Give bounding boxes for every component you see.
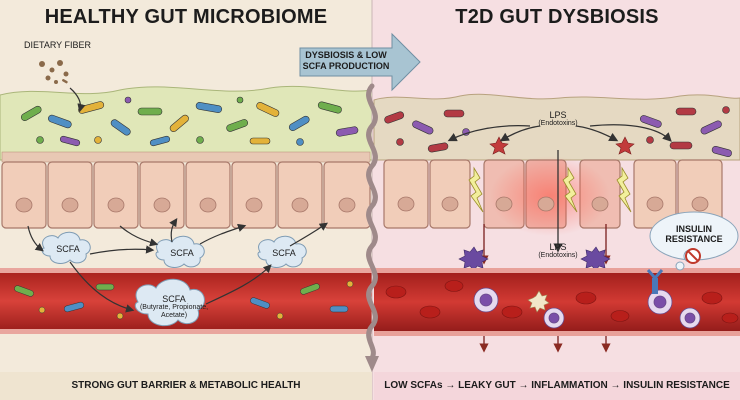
left-microvilli [1, 151, 371, 163]
insulin-line-2: RESISTANCE [665, 234, 723, 244]
left-vessel-wall-top [0, 268, 372, 273]
dietary-fiber-label: DIETARY FIBER [24, 40, 92, 50]
right-caption: LOW SCFAs → LEAKY GUT → INFLAMMATION → I… [384, 380, 730, 391]
purple-toxin-particles [458, 246, 611, 272]
lps-mid-title: LPS [549, 242, 567, 252]
insulin-resistance-label: INSULIN RESISTANCE [654, 224, 734, 244]
right-mucus-layer [373, 93, 740, 161]
scfa-main-label: SCFA [162, 294, 186, 304]
scfa-label-2: SCFA [170, 248, 194, 258]
lps-top-label: LPS (Endotoxins) [524, 110, 592, 128]
transition-line-1: DYSBIOSIS & LOW [305, 50, 387, 60]
left-caption-band [0, 372, 372, 400]
no-symbol-icon [685, 248, 701, 264]
left-vessel-particles [14, 280, 354, 320]
scfa-label-1: SCFA [56, 244, 80, 254]
white-blood-cells [473, 287, 701, 329]
lps-mid-sub: (Endotoxins) [538, 252, 578, 259]
lps-arrows [447, 124, 672, 353]
left-cell-nuclei [15, 197, 356, 213]
transition-arrow [299, 32, 421, 92]
scfa-main-cloud-label: SCFA (Butyrate, Propionate, Acetate) [136, 294, 212, 320]
dysbiotic-bacteria [384, 106, 732, 157]
fiber-particles [39, 60, 69, 84]
left-vessel-wall-bottom [0, 329, 372, 334]
right-panel-title: T2D GUT DYSBIOSIS [455, 6, 659, 28]
healthy-bacteria [20, 96, 359, 147]
right-vessel-wall-top [374, 268, 740, 273]
left-panel-title: HEALTHY GUT MICROBIOME [44, 6, 328, 28]
lps-mid-label: LPS (Endotoxins) [524, 242, 592, 260]
right-vessel-wall-bottom [374, 331, 740, 336]
wavy-line-arrowhead [365, 356, 379, 372]
transition-label: DYSBIOSIS & LOW SCFA PRODUCTION [300, 50, 392, 72]
leaky-junctions [468, 166, 632, 213]
fiber-arrow [69, 87, 86, 113]
wavy-transition-line [366, 83, 378, 361]
transition-line-2: SCFA PRODUCTION [302, 61, 390, 71]
red-blood-cells [385, 280, 739, 324]
insulin-line-1: INSULIN [676, 224, 712, 234]
left-caption: STRONG GUT BARRIER & METABOLIC HEALTH [71, 380, 301, 391]
scfa-label-3: SCFA [272, 248, 296, 258]
scfa-arrows [27, 218, 328, 313]
right-caption-band [374, 372, 740, 400]
lps-top-sub: (Endotoxins) [538, 120, 578, 127]
cytokine-particle [527, 290, 550, 313]
left-epithelial-cells [1, 161, 371, 229]
inflammation-glow [490, 156, 610, 236]
insulin-receptor [646, 269, 664, 294]
scfa-clouds [41, 231, 307, 327]
lps-top-title: LPS [549, 110, 567, 120]
right-cell-nuclei [397, 196, 709, 212]
scfa-types-label: (Butyrate, Propionate, Acetate) [139, 304, 209, 319]
